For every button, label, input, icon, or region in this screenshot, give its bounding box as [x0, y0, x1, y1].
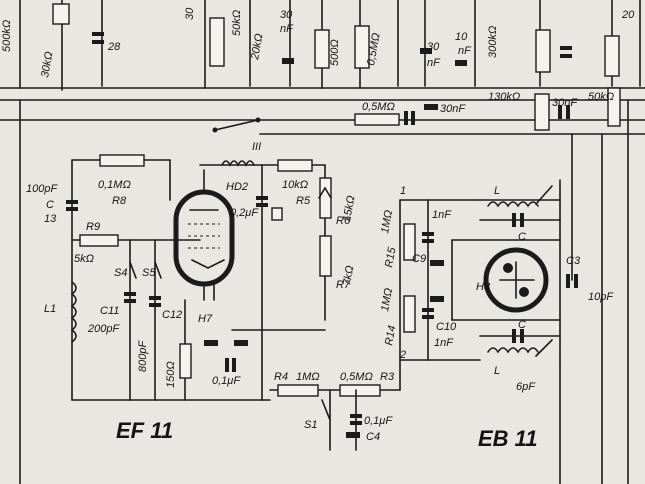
- top-label-nf3: nF: [458, 45, 472, 57]
- r4-value: 1MΩ: [296, 371, 320, 383]
- r6-value: 15kΩ: [341, 195, 357, 223]
- l-top-label: L: [494, 185, 500, 197]
- top-label-500k: 500kΩ: [1, 20, 13, 52]
- cap-02uf: 0,2μF: [230, 207, 259, 219]
- cap-01uf: 0,1μF: [212, 375, 241, 387]
- top-label-300k: 300kΩ: [487, 26, 499, 58]
- c13-value: 100pF: [26, 183, 58, 195]
- c3-value: 10pF: [588, 291, 614, 303]
- r150-label: 150Ω: [165, 361, 177, 388]
- top-label-28: 28: [107, 41, 121, 53]
- c-top-label: C: [518, 231, 526, 243]
- r8-name: R8: [112, 195, 127, 207]
- top-label-30: 30: [184, 7, 196, 20]
- top-label-20: 20: [621, 9, 635, 21]
- r15-value: 1MΩ: [379, 209, 395, 234]
- top-label-nf: nF: [280, 23, 294, 35]
- c4-name: C4: [366, 431, 380, 443]
- bus-label-05m: 0,5MΩ: [362, 101, 395, 113]
- cap-6pf: 6pF: [516, 381, 536, 393]
- l-bot-label: L: [494, 365, 500, 377]
- r5-name: R5: [296, 195, 311, 207]
- eb11-stage: 1 2 R15 1MΩ R14 1MΩ 1nF C9 C10 1nF L C L: [379, 99, 629, 484]
- r7-name: R7: [336, 279, 351, 291]
- c10-name: C10: [436, 321, 457, 333]
- top-label-05m: 0,5MΩ: [365, 32, 383, 66]
- node-2: 2: [399, 349, 406, 361]
- c9-value: 1nF: [432, 209, 452, 221]
- r8-value: 0,1MΩ: [98, 179, 131, 191]
- c3-name: C3: [566, 255, 581, 267]
- bus-label-30nf: 30nF: [440, 103, 466, 115]
- l1-label: L1: [44, 303, 56, 315]
- top-label-500: 500Ω: [329, 39, 341, 66]
- switch-iii-label: III: [252, 141, 261, 153]
- top-label-10: 10: [455, 31, 468, 43]
- r15-name: R15: [383, 246, 398, 269]
- top-label-30b: 30: [280, 9, 293, 21]
- ef11-stage: 100pF C 13 0,1MΩ R8 R9 5kΩ L1 S4 S5 C11 …: [26, 154, 401, 451]
- r3-value: 0,5MΩ: [340, 371, 373, 383]
- bus-label-130k: 130kΩ: [488, 91, 520, 103]
- c13-name: C: [46, 199, 54, 211]
- top-label-30k: 30kΩ: [39, 51, 55, 79]
- c12-name: C12: [162, 309, 182, 321]
- top-label-50k: 50kΩ: [231, 10, 243, 36]
- c11-name: C11: [100, 305, 119, 317]
- r14-value: 1MΩ: [379, 287, 395, 312]
- s4-label: S4: [114, 267, 127, 279]
- eb11-title: EB 11: [478, 426, 538, 451]
- top-label-nf2: nF: [427, 57, 441, 69]
- r14-name: R14: [383, 325, 398, 347]
- c12-value: 800pF: [137, 340, 149, 372]
- r7-value: 7kΩ: [341, 265, 356, 287]
- bus-label-50k: 50kΩ: [588, 91, 614, 103]
- hd2-label: HD2: [226, 181, 248, 193]
- r9-value: 5kΩ: [74, 253, 94, 265]
- c4-value: 0,1μF: [364, 415, 393, 427]
- top-label-30c: 30: [427, 41, 440, 53]
- r4-name: R4: [274, 371, 288, 383]
- bus-label-30nf-b: 30nF: [552, 97, 578, 109]
- node-1: 1: [400, 185, 406, 197]
- r9-name: R9: [86, 221, 100, 233]
- r6-name: R6: [336, 215, 351, 227]
- s1-label: S1: [304, 419, 317, 431]
- top-label-20k: 20kΩ: [249, 33, 266, 62]
- r5-value: 10kΩ: [282, 179, 308, 191]
- c-bot-label: C: [518, 319, 526, 331]
- c10-value: 1nF: [434, 337, 454, 349]
- s5-label: S5: [142, 267, 156, 279]
- c11-value: 200pF: [87, 323, 120, 335]
- ef11-title: EF 11: [116, 418, 173, 443]
- c9-name: C9: [412, 253, 426, 265]
- h8-label: H8: [476, 281, 491, 293]
- c13-index: 13: [44, 213, 57, 225]
- top-strip: 500kΩ 30kΩ 28 30 50kΩ 20kΩ 30 nF 500Ω 0,…: [1, 0, 641, 91]
- h7-label: H7: [198, 313, 213, 325]
- bus-lines: 0,5MΩ 30nF 130kΩ 30nF 50kΩ III: [0, 87, 645, 153]
- r3-name: R3: [380, 371, 395, 383]
